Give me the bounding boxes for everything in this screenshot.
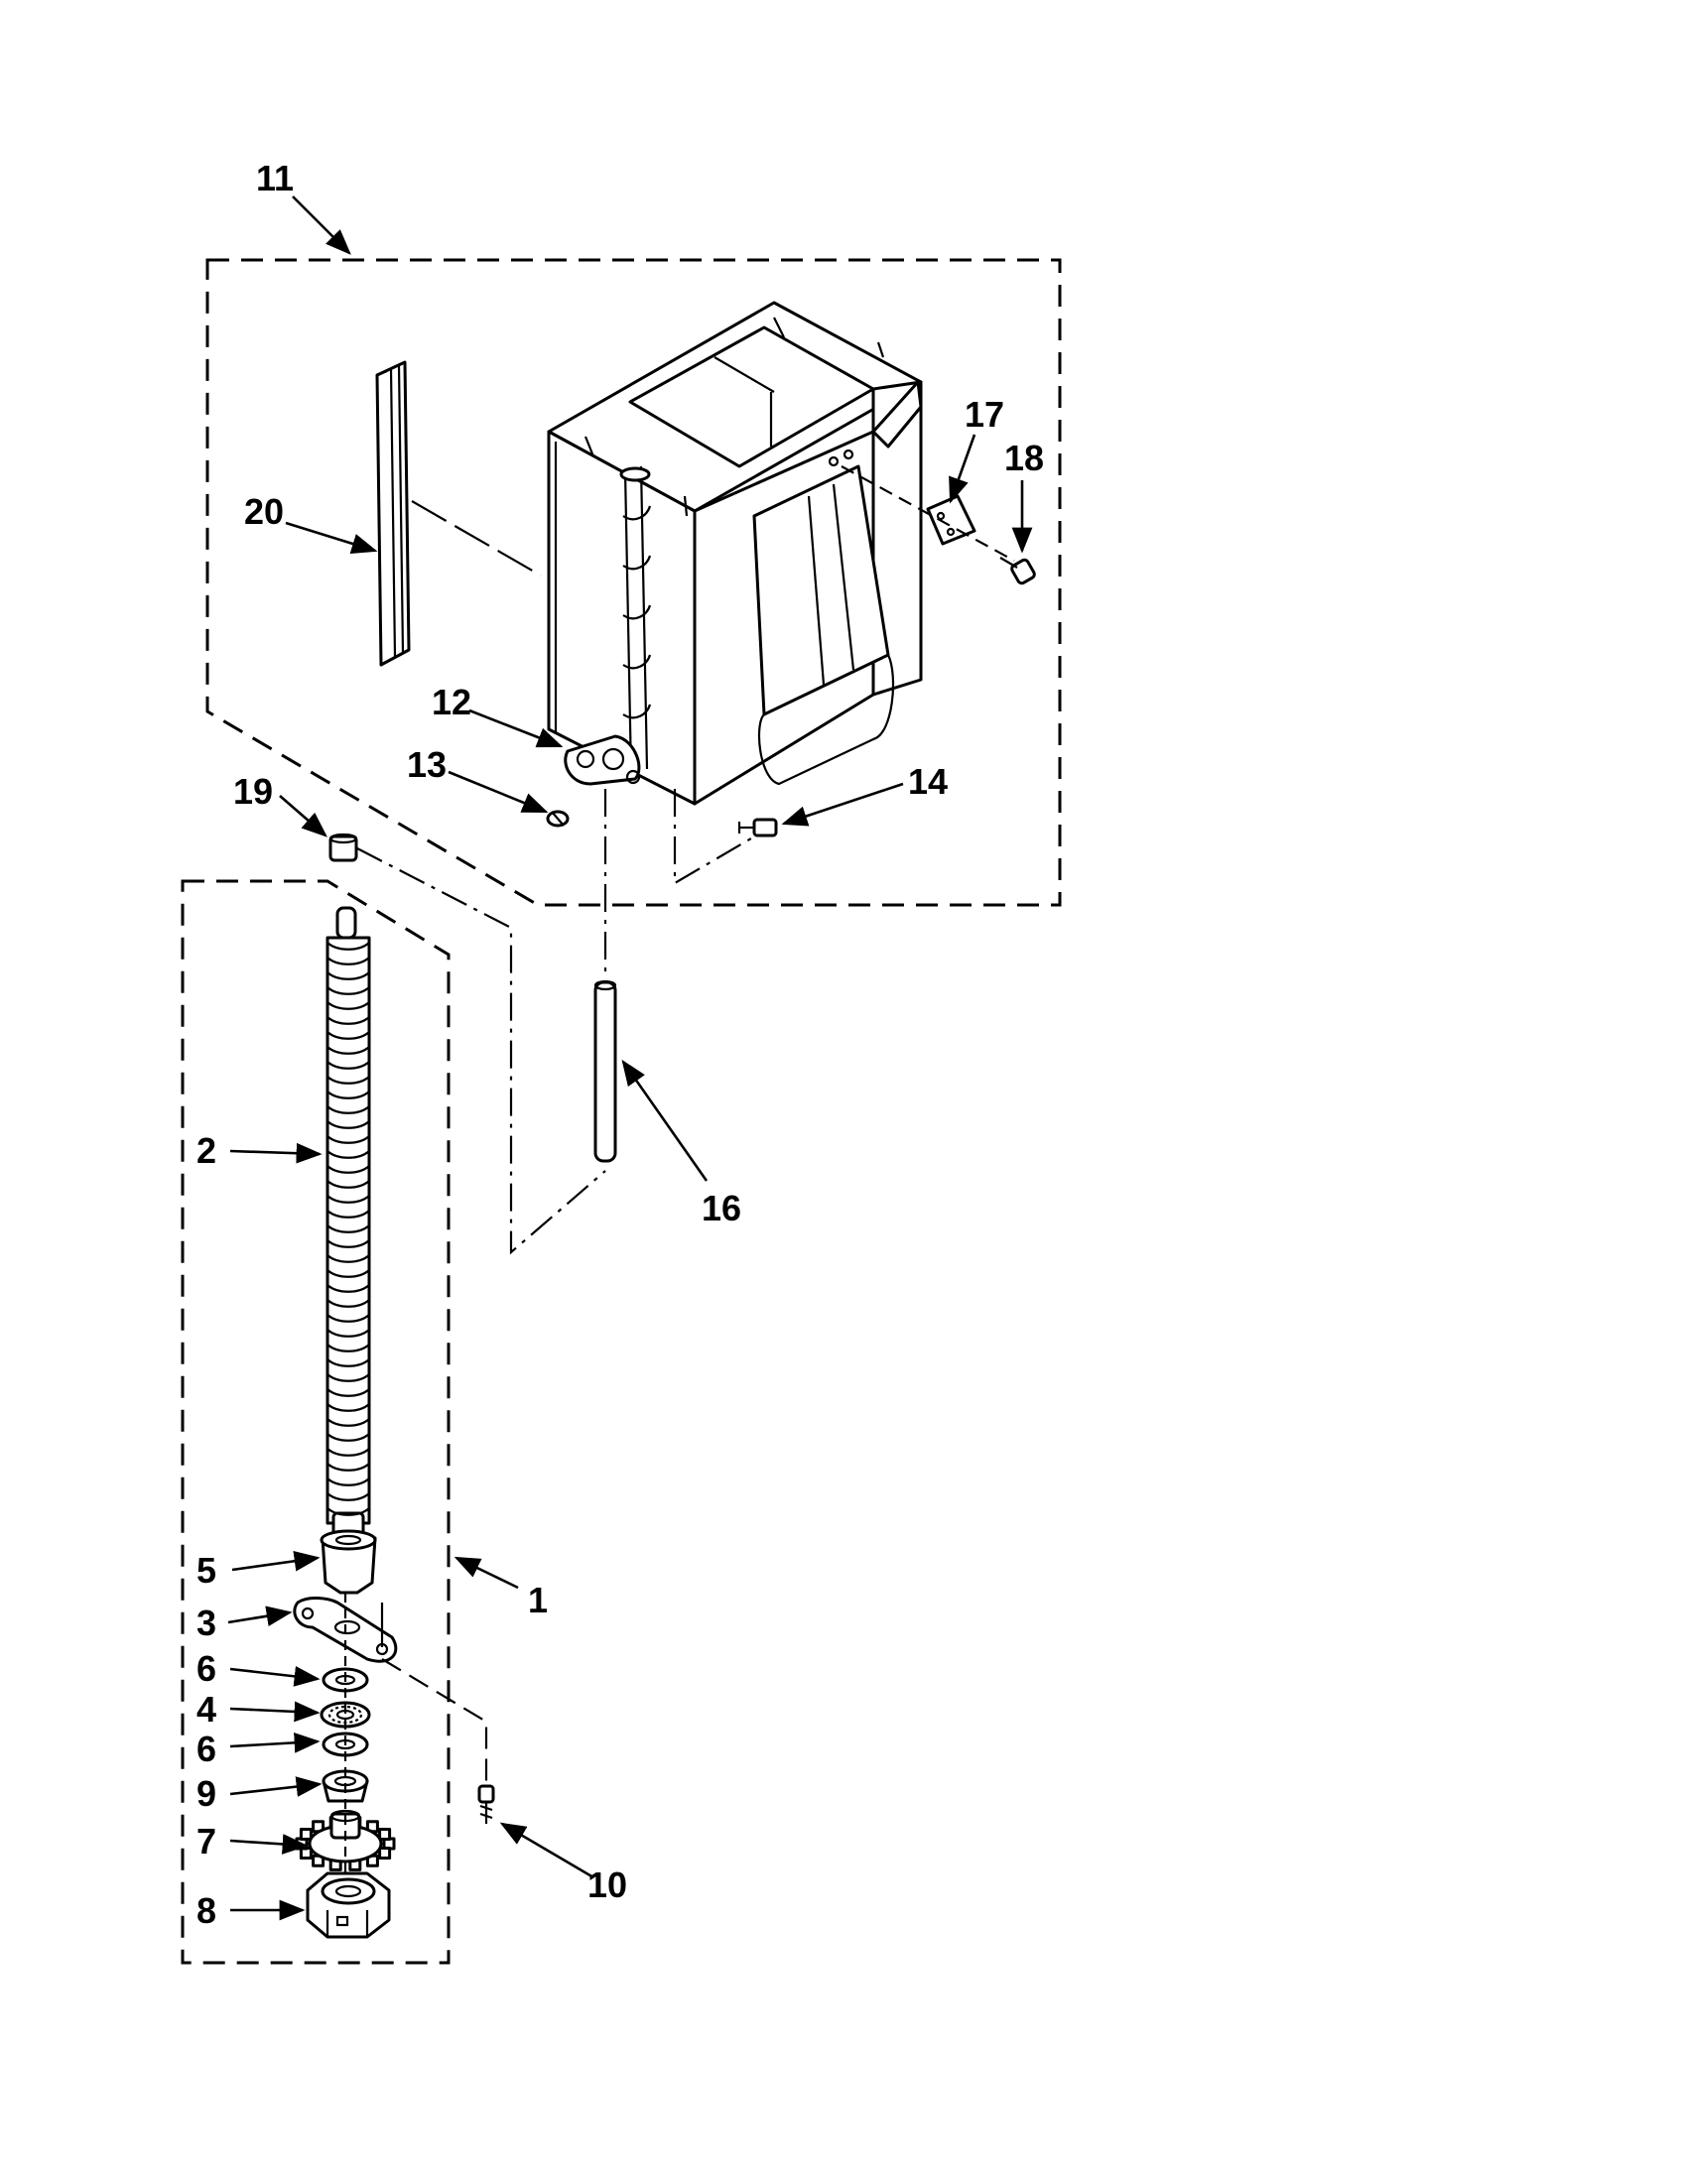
callout-9: 9 xyxy=(196,1773,216,1814)
screw-18-part xyxy=(999,557,1036,585)
callout-3: 3 xyxy=(196,1603,216,1643)
seal-strip-part xyxy=(375,360,411,667)
callout-19: 19 xyxy=(233,771,273,812)
callout-8: 8 xyxy=(196,1890,216,1931)
auger-part xyxy=(325,906,371,1555)
callout-16: 16 xyxy=(702,1188,741,1228)
clip-part xyxy=(546,810,570,828)
pin-rod-part xyxy=(593,979,617,1163)
cap-19-part xyxy=(328,833,358,862)
callout-11: 11 xyxy=(256,158,294,198)
callout-4: 4 xyxy=(196,1689,216,1730)
screw-10-part xyxy=(477,1784,495,1824)
callout-20: 20 xyxy=(244,491,284,532)
bracket-link-part xyxy=(564,734,641,786)
callout-18: 18 xyxy=(1004,438,1044,478)
leader-line-10 xyxy=(381,1658,488,1781)
assembly-11-outline xyxy=(205,258,1062,907)
callout-10: 10 xyxy=(587,1864,627,1905)
callout-17: 17 xyxy=(965,394,1004,435)
bracket-17-part xyxy=(926,494,976,546)
callout-6-top: 6 xyxy=(196,1648,216,1689)
housing-auger-spiral xyxy=(619,465,652,775)
alignment-line-19-16 xyxy=(356,847,606,1255)
callout-7: 7 xyxy=(196,1821,216,1862)
leader-line-20 xyxy=(411,500,542,577)
leader-line-14 xyxy=(673,789,757,885)
screw-14-part xyxy=(737,818,778,837)
ice-bucket-housing-part xyxy=(547,301,923,806)
callout-5: 5 xyxy=(196,1550,216,1591)
leader-line-17 xyxy=(841,465,1015,562)
nut-part xyxy=(306,1871,391,1939)
callout-13: 13 xyxy=(407,744,447,785)
assembly-1-outline xyxy=(181,879,451,1965)
callout-1: 1 xyxy=(528,1580,548,1620)
callout-6-bottom: 6 xyxy=(196,1729,216,1769)
callout-2: 2 xyxy=(196,1130,216,1171)
callout-12: 12 xyxy=(432,682,471,722)
callout-14: 14 xyxy=(908,761,948,802)
bushing-part xyxy=(320,1529,377,1595)
callout-arrows xyxy=(227,195,1033,1921)
